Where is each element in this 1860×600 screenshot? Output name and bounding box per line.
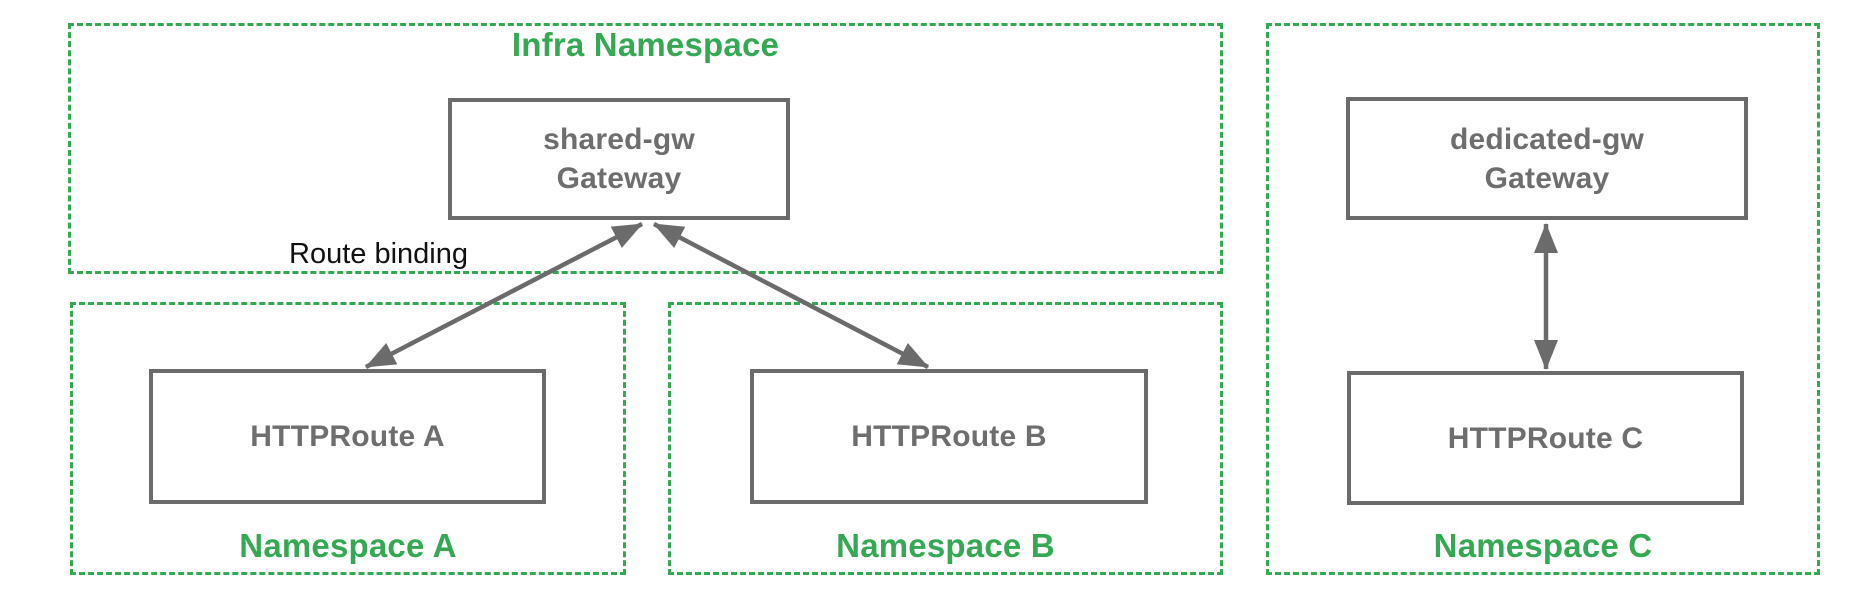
dedicated-gw-gateway-node: dedicated-gw Gateway bbox=[1346, 97, 1748, 220]
httproute-b-node: HTTPRoute B bbox=[750, 369, 1148, 504]
dedicated-gw-name: dedicated-gw bbox=[1449, 122, 1645, 156]
namespace-c-label: Namespace C bbox=[1433, 527, 1653, 564]
httproute-c-node: HTTPRoute C bbox=[1347, 371, 1744, 505]
namespace-a-container bbox=[70, 302, 626, 575]
dedicated-gw-kind: Gateway bbox=[1484, 161, 1610, 195]
route-binding-label: Route binding bbox=[289, 238, 468, 270]
namespace-a-label: Namespace A bbox=[239, 527, 457, 564]
shared-gw-kind: Gateway bbox=[556, 162, 682, 195]
namespace-b-label: Namespace B bbox=[836, 527, 1055, 564]
namespace-b-container bbox=[668, 302, 1223, 575]
infra-namespace-container bbox=[68, 23, 1223, 274]
shared-gw-name: shared-gw bbox=[543, 123, 695, 156]
namespace-c-container bbox=[1266, 23, 1820, 575]
shared-gw-gateway-node: shared-gw Gateway bbox=[448, 98, 790, 220]
infra-namespace-label: Infra Namespace bbox=[511, 26, 780, 63]
httproute-a-node: HTTPRoute A bbox=[149, 369, 546, 504]
